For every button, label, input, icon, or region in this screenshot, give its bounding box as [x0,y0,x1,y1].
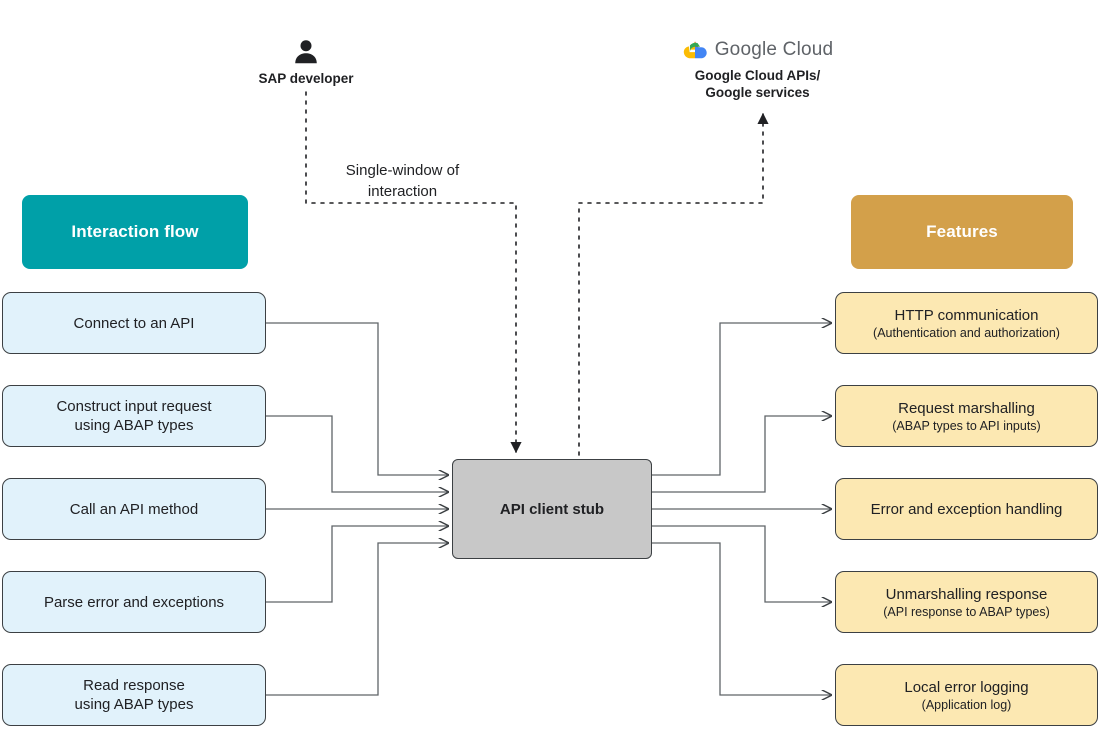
features-item-5-title: Local error logging [904,678,1029,696]
google-cloud-wordmark: Google Cloud [714,39,834,60]
features-item-4-subtitle: (API response to ABAP types) [883,604,1050,619]
features-item-1-title: HTTP communication [894,306,1039,324]
wire-left-4 [266,526,448,603]
features-item-5[interactable]: Local error logging (Application log) [835,664,1098,726]
wire-right-2 [652,416,831,493]
api-client-stub-label: API client stub [499,500,605,518]
interaction-flow-item-4[interactable]: Parse error and exceptions [2,571,266,633]
dashed-path-stub-to-google-cloud [578,114,763,456]
interaction-flow-item-2-title: Construct input request [56,398,212,415]
column-header-interaction-flow: Interaction flow [22,195,248,269]
caption-single-window-of-interaction: Single-window of interaction [320,160,485,202]
interaction-flow-item-3[interactable]: Call an API method [2,478,266,540]
interaction-flow-item-2[interactable]: Construct input request using ABAP types [2,385,266,447]
google-cloud-label-line2: Google services [705,85,810,100]
features-item-5-subtitle: (Application log) [921,697,1012,712]
features-item-2-subtitle: (ABAP types to API inputs) [892,418,1041,433]
actor-google-cloud: Google Cloud Google Cloud APIs/ Google s… [650,38,865,101]
dashed-path-developer-to-stub [305,91,522,454]
caption-line2: interaction [367,183,438,200]
interaction-flow-item-5-title2: using ABAP types [74,696,194,713]
google-cloud-logo-row: Google Cloud [650,38,865,62]
wire-left-1 [266,322,448,475]
features-item-4-title: Unmarshalling response [885,585,1048,603]
actor-sap-developer: SAP developer [236,36,376,86]
caption-line1: Single-window of [345,162,460,179]
google-cloud-logo-icon [683,41,707,59]
interaction-flow-item-1-title: Connect to an API [73,314,195,332]
wire-right-1 [652,323,831,476]
interaction-flow-item-4-title: Parse error and exceptions [43,593,225,611]
interaction-flow-item-3-title: Call an API method [69,500,199,518]
actor-google-cloud-label: Google Cloud APIs/ Google services [650,67,865,101]
wire-right-4 [652,525,831,602]
features-item-2[interactable]: Request marshalling (ABAP types to API i… [835,385,1098,447]
features-item-3-title: Error and exception handling [870,500,1063,518]
wire-left-2 [266,415,448,492]
wire-right-5 [652,542,831,695]
column-header-features: Features [851,195,1073,269]
person-icon [295,40,317,64]
interaction-flow-item-5-title: Read response [83,677,185,694]
features-item-1[interactable]: HTTP communication (Authentication and a… [835,292,1098,354]
column-header-features-label: Features [926,222,998,241]
features-item-1-subtitle: (Authentication and authorization) [873,325,1060,340]
interaction-flow-item-1[interactable]: Connect to an API [2,292,266,354]
features-item-2-title: Request marshalling [898,399,1035,417]
interaction-flow-item-5[interactable]: Read response using ABAP types [2,664,266,726]
features-item-4[interactable]: Unmarshalling response (API response to … [835,571,1098,633]
wire-left-5 [266,543,448,696]
column-header-interaction-flow-label: Interaction flow [71,222,199,241]
api-client-stub-box[interactable]: API client stub [452,459,652,559]
interaction-flow-item-2-title2: using ABAP types [74,417,194,434]
google-cloud-label-line1: Google Cloud APIs/ [694,68,821,83]
features-item-3[interactable]: Error and exception handling [835,478,1098,540]
actor-sap-developer-label: SAP developer [258,71,354,86]
